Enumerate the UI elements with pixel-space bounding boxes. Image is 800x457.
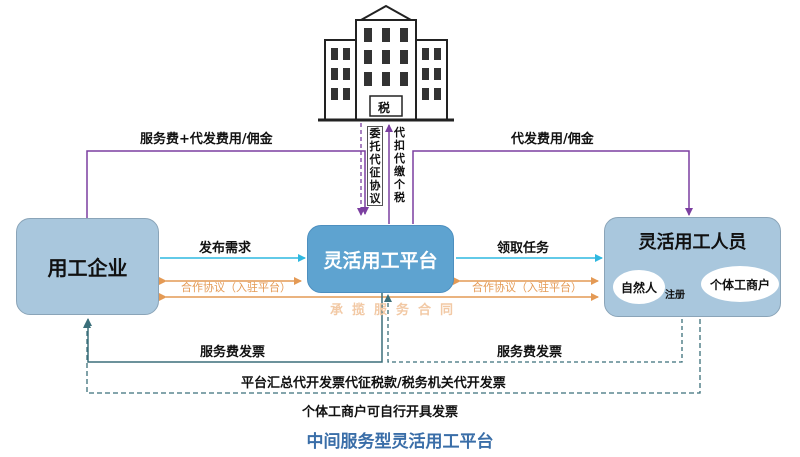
node-enterprise: 用工企业 (16, 218, 159, 315)
label-self-invoice: 个体工商户可自行开具发票 (302, 405, 459, 420)
tax-sign-label: 税 (378, 101, 391, 115)
label-summary-invoice: 平台汇总代开发票代征税款/税务机关代开发票 (241, 376, 506, 391)
arrow-platform-to-workers (412, 150, 693, 224)
label-contract: 承揽服务合同 (330, 303, 463, 318)
register-label: 注册 (665, 290, 685, 301)
label-publish-demand: 发布需求 (199, 241, 252, 256)
arrow-summary-invoice (83, 319, 701, 394)
node-natural-person: 自然人 (613, 270, 665, 304)
label-withhold-tax: 代扣代缴个税 (394, 126, 405, 204)
label-claim-task: 领取任务 (497, 241, 550, 256)
label-entrust-tax: 委托代征协议 (367, 126, 383, 206)
diagram-caption: 中间服务型灵活用工平台 (306, 432, 494, 452)
label-payout-top: 代发费用/佣金 (511, 132, 594, 147)
label-service-fee-top: 服务费+代发费用/佣金 (140, 132, 273, 147)
label-coop-left: 合作协议（入驻平台） (181, 281, 291, 294)
node-individual-business: 个体工商户 (701, 266, 779, 302)
node-workers-label: 灵活用工人员 (638, 232, 747, 253)
node-enterprise-label: 用工企业 (47, 256, 128, 280)
label-invoice-right: 服务费发票 (497, 345, 563, 360)
label-coop-right: 合作协议（入驻平台） (472, 281, 582, 294)
tax-building-icon (318, 4, 454, 122)
node-platform-label: 灵活用工平台 (323, 249, 438, 272)
arrow-invoice-left (84, 293, 383, 363)
node-platform: 灵活用工平台 (307, 225, 454, 293)
node-workers: 灵活用工人员 自然人 注册 个体工商户 (604, 217, 781, 317)
label-invoice-left: 服务费发票 (200, 345, 266, 360)
arrow-invoice-right (384, 294, 683, 363)
arrow-enterprise-to-tax (86, 150, 369, 218)
